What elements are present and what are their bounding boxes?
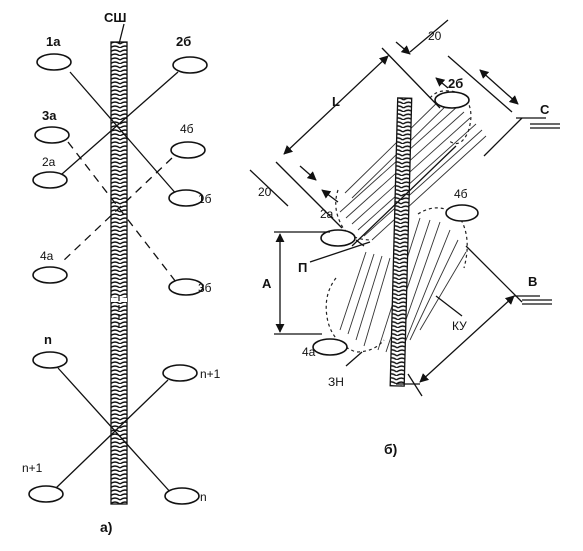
hatched-zone-c bbox=[338, 88, 490, 242]
label-b-20-top: 20 bbox=[428, 29, 442, 43]
label-b-A: А bbox=[262, 276, 272, 291]
label-b-2a: 2а bbox=[320, 207, 334, 221]
probe-n-right bbox=[164, 487, 200, 505]
probe-n1-left bbox=[28, 485, 64, 503]
label-4a: 4а bbox=[40, 249, 54, 263]
label-1a: 1а bbox=[46, 34, 61, 49]
label-b-ZN: ЗН bbox=[328, 375, 344, 389]
label-n1-right: n+1 bbox=[200, 367, 221, 381]
label-3b: 3б bbox=[198, 281, 212, 295]
dim-line-L bbox=[283, 55, 389, 155]
label-n-left: n bbox=[44, 332, 52, 347]
caption-a: а) bbox=[100, 519, 112, 535]
probe-n1-right bbox=[162, 364, 198, 382]
label-b-2b: 2б bbox=[448, 76, 463, 91]
scan-line-1a-1b bbox=[69, 71, 179, 197]
probe-1b bbox=[168, 189, 204, 207]
panel-b: L 20 20 С 2б В А П bbox=[249, 19, 560, 457]
probe-b-4a bbox=[312, 338, 348, 356]
label-4b: 4б bbox=[180, 122, 194, 136]
probe-2b bbox=[172, 56, 208, 74]
label-3a: 3а bbox=[42, 108, 57, 123]
hatched-zone-ku bbox=[339, 217, 467, 355]
label-weld: СШ bbox=[104, 10, 126, 25]
label-n-right: n bbox=[200, 490, 207, 504]
label-1b: 1б bbox=[198, 192, 212, 206]
panel-a: СШ 1а 2б 3а 4б 2а 1б 4а 3б n n+1 n+1 n а… bbox=[22, 10, 221, 535]
probe-2a bbox=[32, 171, 68, 189]
caption-b: б) bbox=[384, 441, 397, 457]
label-b-C: С bbox=[540, 102, 550, 117]
label-n1-left: n+1 bbox=[22, 461, 43, 475]
probe-3b bbox=[168, 278, 204, 296]
label-2a: 2а bbox=[42, 155, 56, 169]
probe-4a bbox=[32, 266, 68, 284]
weld-seam-b bbox=[389, 97, 413, 387]
scan-line-3a-3b bbox=[67, 141, 177, 283]
dashed-zone-mid bbox=[417, 207, 468, 269]
probe-4b bbox=[170, 141, 206, 159]
label-b-B: В bbox=[528, 274, 537, 289]
label-b-20-left: 20 bbox=[258, 185, 272, 199]
scan-line-4b-4a bbox=[61, 157, 173, 263]
label-b-4b: 4б bbox=[454, 187, 468, 201]
label-b-4a: 4а bbox=[302, 345, 316, 359]
label-2b: 2б bbox=[176, 34, 191, 49]
probe-n-left bbox=[32, 351, 68, 369]
label-b-L: L bbox=[332, 94, 340, 109]
label-b-P: П bbox=[298, 260, 307, 275]
probe-b-2b bbox=[434, 91, 470, 109]
probe-b-4b bbox=[445, 204, 479, 222]
probe-b-2a bbox=[320, 229, 356, 247]
label-b-KU: КУ bbox=[452, 319, 467, 333]
probe-1a bbox=[36, 53, 72, 71]
scan-line-n1-n1 bbox=[55, 379, 169, 489]
scan-line-2b-2a bbox=[61, 71, 179, 175]
probe-3a bbox=[34, 126, 70, 144]
